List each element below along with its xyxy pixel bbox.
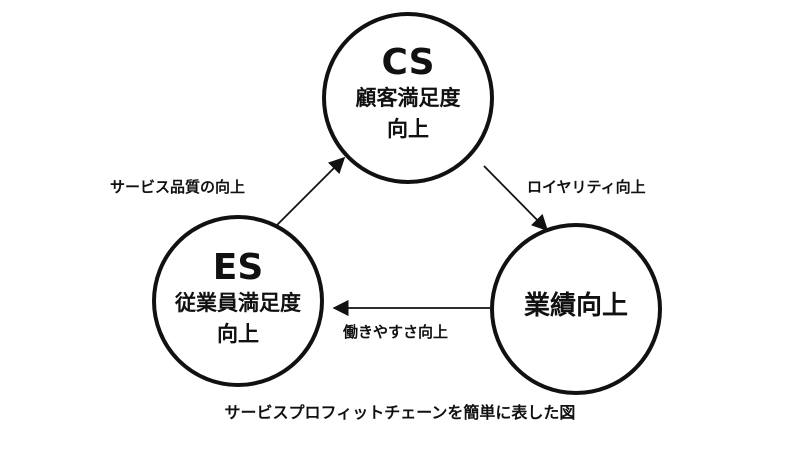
- arrow-es-to-cs: [274, 156, 346, 228]
- edge-label-performance-to-es: 働きやすさ向上: [343, 323, 449, 341]
- es-node-circle: [152, 215, 324, 387]
- cs-node: CS 顧客満足度 向上: [328, 43, 488, 146]
- es-node-sublabel: 向上: [217, 322, 259, 347]
- cs-node-abbr: CS: [381, 42, 435, 83]
- performance-node-label: 業績向上: [523, 291, 628, 321]
- edge-label-es-to-cs: サービス品質の向上: [110, 178, 246, 196]
- performance-node: 業績向上: [496, 291, 656, 322]
- performance-node-circle: [490, 223, 662, 395]
- diagram-caption: サービスプロフィットチェーンを簡単に表した図: [224, 403, 576, 422]
- cs-node-label: 顧客満足度: [355, 85, 461, 110]
- arrow-cs-to-performance: [483, 165, 549, 232]
- edge-label-cs-to-performance: ロイヤリティ向上: [527, 178, 646, 196]
- es-node: ES 従業員満足度 向上: [153, 248, 323, 351]
- cs-node-circle: [322, 12, 494, 184]
- es-node-abbr: ES: [212, 247, 264, 288]
- es-node-label: 従業員満足度: [175, 290, 301, 315]
- cs-node-sublabel: 向上: [387, 117, 429, 142]
